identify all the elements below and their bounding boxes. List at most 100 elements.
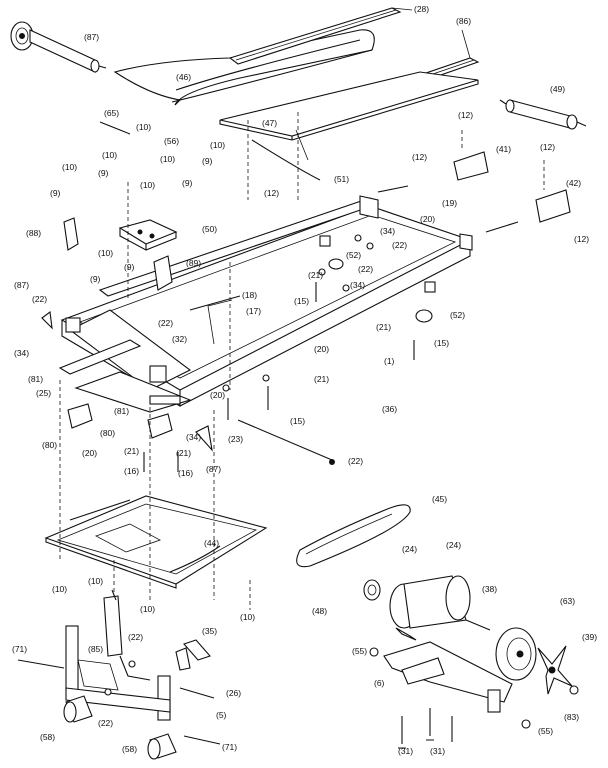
- callout-c31b: (31): [430, 746, 445, 756]
- callout-c10j: (10): [240, 612, 255, 622]
- callout-c22b: (22): [358, 264, 373, 274]
- callout-c81a: (81): [28, 374, 43, 384]
- callout-c36: (36): [382, 404, 397, 414]
- callout-c9b: (9): [182, 178, 193, 188]
- rear-roller-49: [499, 99, 587, 130]
- wheels-58: [63, 695, 177, 760]
- callout-c34d: (34): [186, 432, 201, 442]
- front-roller-87: [10, 21, 107, 73]
- callout-c21d: (21): [124, 446, 139, 456]
- callout-c28: (28): [414, 4, 429, 14]
- callout-c22a: (22): [392, 240, 407, 250]
- callout-c21c: (21): [314, 374, 329, 384]
- callout-c89: (89): [186, 258, 201, 268]
- motor-mount-6: [369, 641, 579, 749]
- callout-c58a: (58): [40, 732, 55, 742]
- callout-c10d: (10): [160, 154, 175, 164]
- callout-c80a: (80): [42, 440, 57, 450]
- callout-c20c: (20): [210, 390, 225, 400]
- callout-c9f: (9): [90, 274, 101, 284]
- callout-c56: (56): [164, 136, 179, 146]
- callout-c47: (47): [262, 118, 277, 128]
- callout-c20a: (20): [420, 214, 435, 224]
- callout-c83: (83): [564, 712, 579, 722]
- callout-c52a: (52): [346, 250, 361, 260]
- callout-c10a: (10): [136, 122, 151, 132]
- callout-c12b: (12): [458, 110, 473, 120]
- callout-c55b: (55): [538, 726, 553, 736]
- callout-c71b: (71): [222, 742, 237, 752]
- callout-c52b: (52): [450, 310, 465, 320]
- callout-c22f: (22): [128, 632, 143, 642]
- callout-c15a: (15): [294, 296, 309, 306]
- motor-pan-44: [44, 495, 268, 589]
- callout-c10f: (10): [140, 180, 155, 190]
- callout-c63: (63): [560, 596, 575, 606]
- callout-c86: (86): [456, 16, 471, 26]
- callout-c12e: (12): [574, 234, 589, 244]
- callout-c38: (38): [482, 584, 497, 594]
- callout-c5: (5): [216, 710, 227, 720]
- callout-c9c: (9): [202, 156, 213, 166]
- callout-c81b: (81): [114, 406, 129, 416]
- callout-labels: (28)(86)(87)(46)(49)(65)(10)(10)(56)(10)…: [12, 4, 597, 756]
- callout-c20b: (20): [314, 344, 329, 354]
- base-frame-5: [17, 589, 221, 745]
- callout-c87b: (87): [206, 464, 221, 474]
- callout-c12a: (12): [264, 188, 279, 198]
- callout-c34c: (34): [14, 348, 29, 358]
- callout-c12d: (12): [540, 142, 555, 152]
- side-rail-28: [228, 7, 413, 65]
- callout-c9a: (9): [98, 168, 109, 178]
- callout-c10h: (10): [52, 584, 67, 594]
- callout-c58b: (58): [122, 744, 137, 754]
- callout-c23: (23): [228, 434, 243, 444]
- callout-c21a: (21): [308, 270, 323, 280]
- callout-c41: (41): [496, 144, 511, 154]
- callout-c22e: (22): [348, 456, 363, 466]
- callout-c49: (49): [550, 84, 565, 94]
- callout-c55a: (55): [352, 646, 367, 656]
- callout-c25: (25): [36, 388, 51, 398]
- callout-c51: (51): [334, 174, 349, 184]
- callout-c10g: (10): [98, 248, 113, 258]
- frame-brackets: [63, 151, 571, 439]
- callout-c17: (17): [246, 306, 261, 316]
- callout-c6: (6): [374, 678, 385, 688]
- callout-c16b: (16): [178, 468, 193, 478]
- callout-c22g: (22): [98, 718, 113, 728]
- callout-c9e: (9): [124, 262, 135, 272]
- callout-c21b: (21): [376, 322, 391, 332]
- callout-c50: (50): [202, 224, 217, 234]
- callout-c19: (19): [442, 198, 457, 208]
- callout-c1: (1): [384, 356, 395, 366]
- callout-c15b: (15): [434, 338, 449, 348]
- callout-c42: (42): [566, 178, 581, 188]
- callout-c24a: (24): [402, 544, 417, 554]
- cooling-fan-39: [537, 645, 573, 695]
- callout-c10k: (10): [140, 604, 155, 614]
- callout-c39: (39): [582, 632, 597, 642]
- flywheel-63: [495, 627, 537, 681]
- callout-c21e: (21): [176, 448, 191, 458]
- callout-c65: (65): [104, 108, 119, 118]
- running-belt-46: [113, 29, 375, 106]
- callout-c34b: (34): [350, 280, 365, 290]
- callout-c45: (45): [432, 494, 447, 504]
- callout-c32: (32): [172, 334, 187, 344]
- callout-c80b: (80): [100, 428, 115, 438]
- drive-motor-38: [363, 575, 491, 641]
- callout-c44: (44): [204, 538, 219, 548]
- callout-c12c: (12): [412, 152, 427, 162]
- callout-c16a: (16): [124, 466, 139, 476]
- drive-belt-45: [296, 504, 411, 568]
- callout-c18: (18): [242, 290, 257, 300]
- callout-c24b: (24): [446, 540, 461, 550]
- callout-c87top: (87): [84, 32, 99, 42]
- callout-c71a: (71): [12, 644, 27, 654]
- callout-c35: (35): [202, 626, 217, 636]
- callout-c22c: (22): [32, 294, 47, 304]
- callout-c15c: (15): [290, 416, 305, 426]
